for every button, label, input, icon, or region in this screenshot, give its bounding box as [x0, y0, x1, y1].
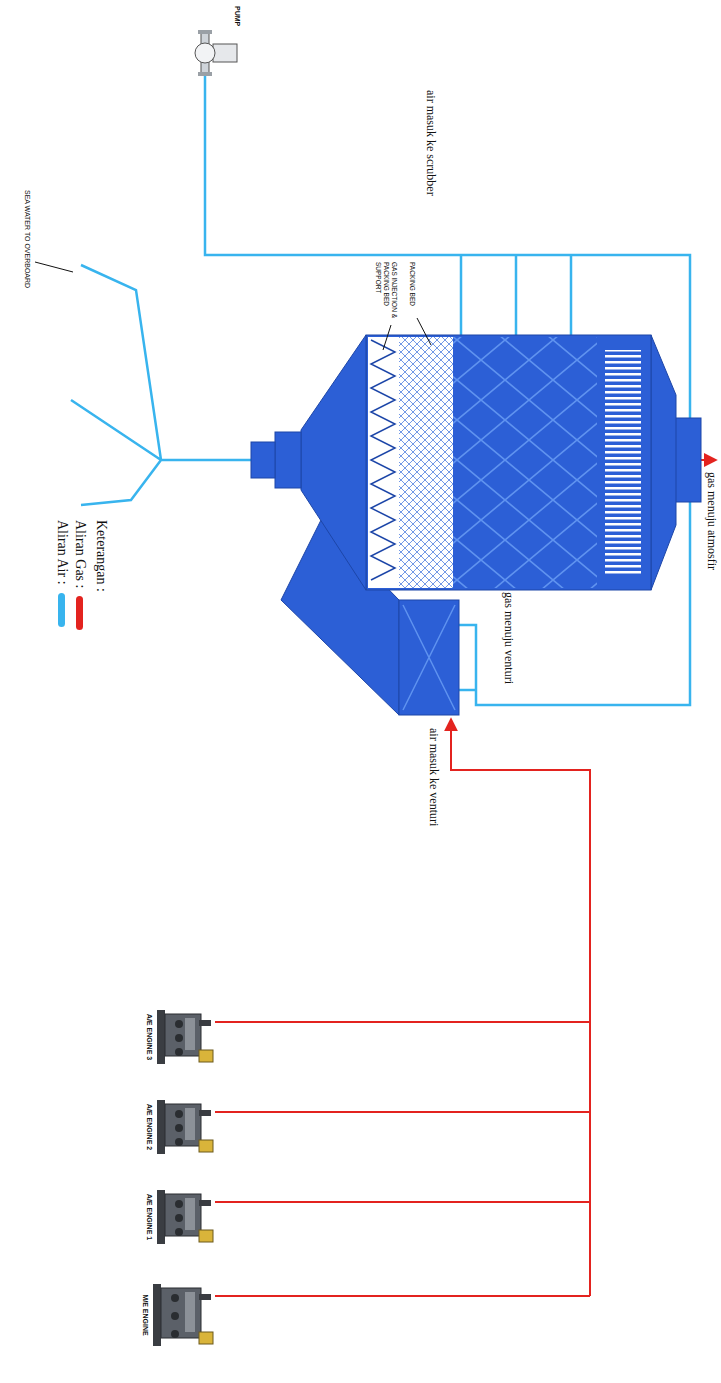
legend-swatch — [59, 593, 66, 627]
pump-flange — [198, 72, 212, 76]
pump-label: PUMP — [232, 4, 243, 28]
leader-line — [383, 325, 391, 350]
engine-turbo — [199, 1230, 213, 1242]
engine-block — [165, 1194, 201, 1236]
engine-detail — [175, 1138, 183, 1146]
engine-symbol — [151, 1282, 215, 1348]
engine-base — [157, 1010, 165, 1064]
engine-detail — [171, 1312, 179, 1320]
part-label: SEA WATER TO OVERBOARD — [23, 190, 31, 288]
engine-unit: A/E ENGINE 2 — [144, 1098, 215, 1156]
legend-text: Aliran Gas : — [72, 520, 88, 588]
flow-label: air masuk ke scrubber — [424, 90, 438, 196]
engine-base — [157, 1100, 165, 1154]
engine-base — [153, 1284, 161, 1346]
engine-detail — [175, 1034, 183, 1042]
engine-head — [185, 1292, 195, 1332]
legend-text: Aliran Air : — [54, 520, 70, 585]
scrubber-column — [251, 335, 701, 590]
engine-detail — [175, 1048, 183, 1056]
engine-symbol — [155, 1188, 215, 1246]
engine-detail — [171, 1294, 179, 1302]
engine-block — [161, 1288, 201, 1338]
engine-unit: A/E ENGINE 3 — [144, 1008, 215, 1066]
engine-exhaust — [199, 1294, 211, 1300]
engine-turbo — [199, 1332, 213, 1344]
part-label: GAS INJECTION & PACKING BED SUPPORT — [375, 262, 398, 324]
drain-neck — [275, 432, 301, 488]
engine-turbo — [199, 1050, 213, 1062]
packing-bed — [399, 337, 453, 588]
legend-row: Aliran Gas : — [71, 520, 89, 630]
legend-row: Aliran Air : — [53, 520, 71, 630]
pump-symbol — [193, 30, 243, 76]
venturi-spray — [403, 605, 455, 710]
engine-turbo — [199, 1140, 213, 1152]
top-cone — [651, 335, 676, 590]
pump-casing — [195, 43, 215, 63]
column-shell — [366, 335, 651, 590]
flow-label: air masuk ke venturi — [427, 728, 441, 826]
engine-exhaust — [199, 1200, 211, 1206]
engine-label: A/E ENGINE 2 — [144, 1102, 155, 1152]
engine-exhaust — [199, 1020, 211, 1026]
gas-injection-zigzag — [371, 340, 395, 580]
gas-outlet-arrow — [701, 459, 715, 461]
engine-detail — [175, 1200, 183, 1208]
engine-head — [185, 1198, 195, 1230]
leader-line — [417, 318, 431, 345]
flow-label: gas menuju atmosfir — [705, 472, 719, 570]
engine-block — [165, 1014, 201, 1056]
legend-swatch — [77, 596, 84, 630]
bottom-cone — [301, 335, 366, 590]
engine-label: M/E ENGINE — [140, 1292, 151, 1337]
engine-detail — [175, 1214, 183, 1222]
engine-detail — [171, 1330, 179, 1338]
legend-title: Keterangan : — [92, 520, 109, 592]
gas-outlet-stack — [675, 418, 701, 502]
scrubber-spray-pipe — [461, 255, 571, 336]
part-label: PACKING BED — [408, 262, 416, 322]
engine-unit: A/E ENGINE 1 — [144, 1188, 215, 1246]
engine-symbol — [155, 1098, 215, 1156]
engine-detail — [175, 1124, 183, 1132]
drain-outlet — [251, 442, 275, 478]
pump-unit: PUMP — [193, 4, 243, 76]
engine-detail — [175, 1110, 183, 1118]
engine-symbol — [155, 1008, 215, 1066]
overboard-pipe — [71, 265, 251, 505]
engine-base — [157, 1190, 165, 1244]
engine-detail — [175, 1228, 183, 1236]
engine-block — [165, 1104, 201, 1146]
engine-unit: M/E ENGINE — [140, 1282, 215, 1348]
spray-zone — [453, 337, 597, 588]
pump-flange — [198, 30, 212, 34]
demister — [605, 350, 641, 575]
engine-exhaust — [199, 1110, 211, 1116]
flow-label: gas menuju venturi — [502, 592, 516, 684]
leader-lines — [35, 262, 431, 350]
legend: Aliran Gas :Aliran Air : — [53, 520, 89, 630]
engine-label: A/E ENGINE 3 — [144, 1012, 155, 1062]
pump-motor — [213, 44, 237, 62]
engine-detail — [175, 1020, 183, 1028]
packing-bed-support — [368, 337, 399, 588]
engine-head — [185, 1108, 195, 1140]
venturi-throat — [399, 600, 459, 715]
exhaust-gas-pipe — [215, 720, 590, 1296]
engine-head — [185, 1018, 195, 1050]
leader-line — [35, 262, 73, 272]
engine-label: A/E ENGINE 1 — [144, 1192, 155, 1242]
venturi-spray-pipe — [457, 689, 476, 692]
